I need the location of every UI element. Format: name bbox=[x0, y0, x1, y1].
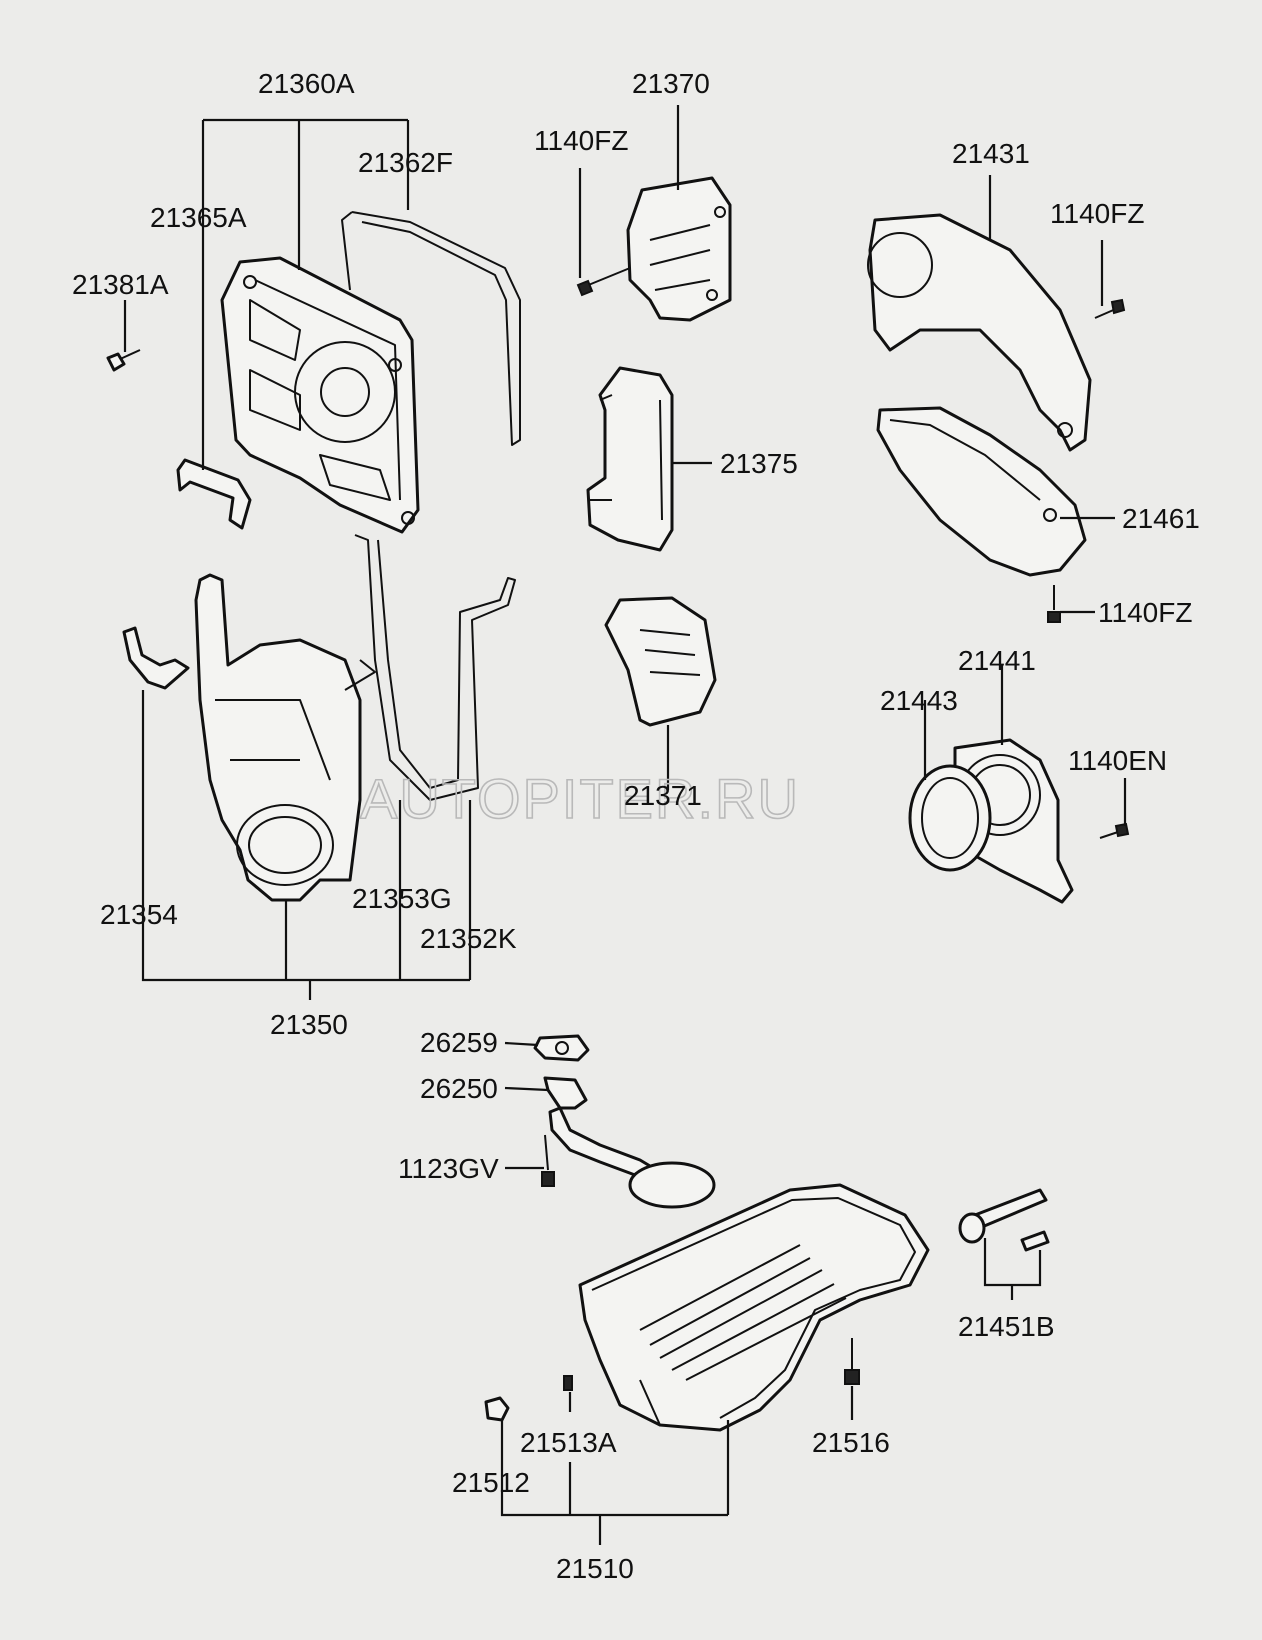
label-21371[interactable]: 21371 bbox=[624, 780, 702, 811]
bolt-21381A-part[interactable] bbox=[106, 349, 141, 372]
label-21362F[interactable]: 21362F bbox=[358, 147, 453, 178]
label-1123GV[interactable]: 1123GV bbox=[398, 1153, 499, 1184]
cover-21461-part[interactable] bbox=[876, 406, 1087, 577]
lower-gasket-21353G-part[interactable] bbox=[354, 534, 516, 801]
watermark: AUTOPITER.RU bbox=[360, 767, 800, 830]
label-1140FZ-c[interactable]: 1140FZ bbox=[1098, 597, 1192, 628]
label-21350[interactable]: 21350 bbox=[270, 1009, 348, 1040]
bolt-1123GV-part[interactable] bbox=[541, 1134, 555, 1187]
bolt-1140FZ-c-part[interactable] bbox=[1047, 585, 1061, 623]
label-21451B[interactable]: 21451B bbox=[958, 1311, 1055, 1342]
bracket-21371-part[interactable] bbox=[604, 596, 717, 727]
label-21370[interactable]: 21370 bbox=[632, 68, 710, 99]
label-26250[interactable]: 26250 bbox=[420, 1073, 498, 1104]
bolt-1140EN-part[interactable] bbox=[1099, 822, 1130, 839]
label-21353G[interactable]: 21353G bbox=[352, 883, 452, 914]
label-21360A[interactable]: 21360A bbox=[258, 68, 355, 99]
seal-strip-part[interactable] bbox=[176, 458, 252, 530]
bolt-1140FZ-a-part[interactable] bbox=[576, 267, 631, 297]
label-1140EN[interactable]: 1140EN bbox=[1068, 745, 1167, 776]
leader-lines bbox=[123, 105, 1127, 1545]
oil-seal-21443-part[interactable] bbox=[908, 764, 992, 872]
bolt-1140FZ-b-part[interactable] bbox=[1094, 298, 1126, 319]
label-21513A[interactable]: 21513A bbox=[520, 1427, 617, 1458]
oil-pan-21510-part[interactable] bbox=[578, 1183, 930, 1432]
lower-gasket-21352K-part[interactable] bbox=[344, 659, 376, 691]
gasket-26259-part[interactable] bbox=[533, 1034, 590, 1062]
upper-gasket-part[interactable] bbox=[341, 211, 521, 446]
part-labels: 21360A 21362F 21365A 21381A 21370 1140FZ… bbox=[72, 68, 1200, 1584]
bolt-21516-part[interactable] bbox=[844, 1338, 860, 1385]
bracket-21354-part[interactable] bbox=[122, 626, 190, 690]
timing-cover-lower-part[interactable] bbox=[194, 573, 362, 902]
label-21381A[interactable]: 21381A bbox=[72, 269, 169, 300]
label-21512[interactable]: 21512 bbox=[452, 1467, 530, 1498]
label-21510[interactable]: 21510 bbox=[556, 1553, 634, 1584]
timing-cover-upper-part[interactable] bbox=[220, 256, 420, 534]
label-21354[interactable]: 21354 bbox=[100, 899, 178, 930]
label-21461[interactable]: 21461 bbox=[1122, 503, 1200, 534]
label-21431[interactable]: 21431 bbox=[952, 138, 1030, 169]
rear-plate-21431-part[interactable] bbox=[867, 213, 1092, 452]
label-21375[interactable]: 21375 bbox=[720, 448, 798, 479]
label-21352K[interactable]: 21352K bbox=[420, 923, 517, 954]
label-21365A[interactable]: 21365A bbox=[150, 202, 247, 233]
label-21443[interactable]: 21443 bbox=[880, 685, 958, 716]
label-1140FZ-a[interactable]: 1140FZ bbox=[534, 125, 628, 156]
gasket-21513A-part[interactable] bbox=[563, 1375, 573, 1391]
label-21441[interactable]: 21441 bbox=[958, 645, 1036, 676]
oil-strainer-26250-part[interactable] bbox=[543, 1076, 716, 1209]
label-21516[interactable]: 21516 bbox=[812, 1427, 890, 1458]
seal-housing-21441-part[interactable] bbox=[953, 738, 1074, 904]
label-1140FZ-b[interactable]: 1140FZ bbox=[1050, 198, 1144, 229]
drain-plug-21512-part[interactable] bbox=[484, 1396, 510, 1422]
bracket-21375-part[interactable] bbox=[586, 366, 674, 552]
bracket-21370-part[interactable] bbox=[626, 176, 732, 322]
label-26259[interactable]: 26259 bbox=[420, 1027, 498, 1058]
level-gauge-21451B-part[interactable] bbox=[958, 1188, 1050, 1252]
